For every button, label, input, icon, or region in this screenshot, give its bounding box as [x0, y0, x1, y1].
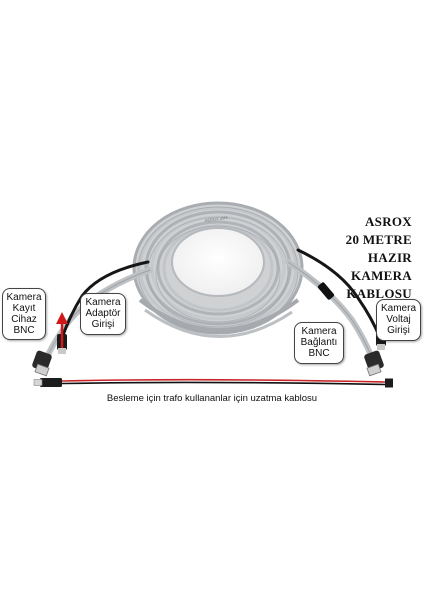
- right-leads: [285, 248, 382, 361]
- title-line-camera: KAMERA: [350, 268, 412, 283]
- product-title: ASROX 20 METRE HAZIR KAMERA KABLOSU: [346, 213, 412, 303]
- extension-cable-caption: Besleme için trafo kullananlar için uzat…: [106, 393, 318, 404]
- bnc-connector-left: [32, 350, 52, 377]
- label-line: Voltaj: [386, 314, 411, 325]
- title-line-brand: ASROX: [364, 214, 412, 229]
- label-line: Kamera: [6, 292, 42, 303]
- label-line: Kamera: [301, 326, 337, 337]
- label-line: Girişi: [91, 319, 115, 330]
- extension-cable: [33, 378, 393, 388]
- title-line-length: 20 METRE: [345, 232, 412, 247]
- label-voltage-input: Kamera Voltaj Girişi: [376, 299, 421, 341]
- label-line: Girişi: [387, 325, 410, 336]
- label-line: Kamera: [380, 303, 416, 314]
- bnc-connector-right: [364, 350, 384, 377]
- label-line: Cihaz: [11, 314, 37, 325]
- label-line: Kamera: [85, 297, 121, 308]
- label-line: BNC: [13, 325, 35, 336]
- label-camera-bnc: Kamera Bağlantı BNC: [294, 322, 344, 364]
- label-adapter-input: Kamera Adaptör Girişi: [80, 293, 126, 335]
- cable-coil: ASROX 20M: [132, 201, 304, 338]
- label-line: BNC: [308, 348, 330, 359]
- label-line: Kayıt: [12, 303, 36, 314]
- title-line-cable: KABLOSU: [346, 286, 412, 301]
- label-line: Bağlantı: [300, 337, 338, 348]
- svg-text:ASROX 20M: ASROX 20M: [204, 215, 227, 223]
- title-line-ready: HAZIR: [367, 250, 412, 265]
- arrow-icon: [56, 312, 68, 348]
- label-line: Adaptör: [85, 308, 121, 319]
- label-recorder-bnc: Kamera Kayıt Cihaz BNC: [2, 288, 46, 340]
